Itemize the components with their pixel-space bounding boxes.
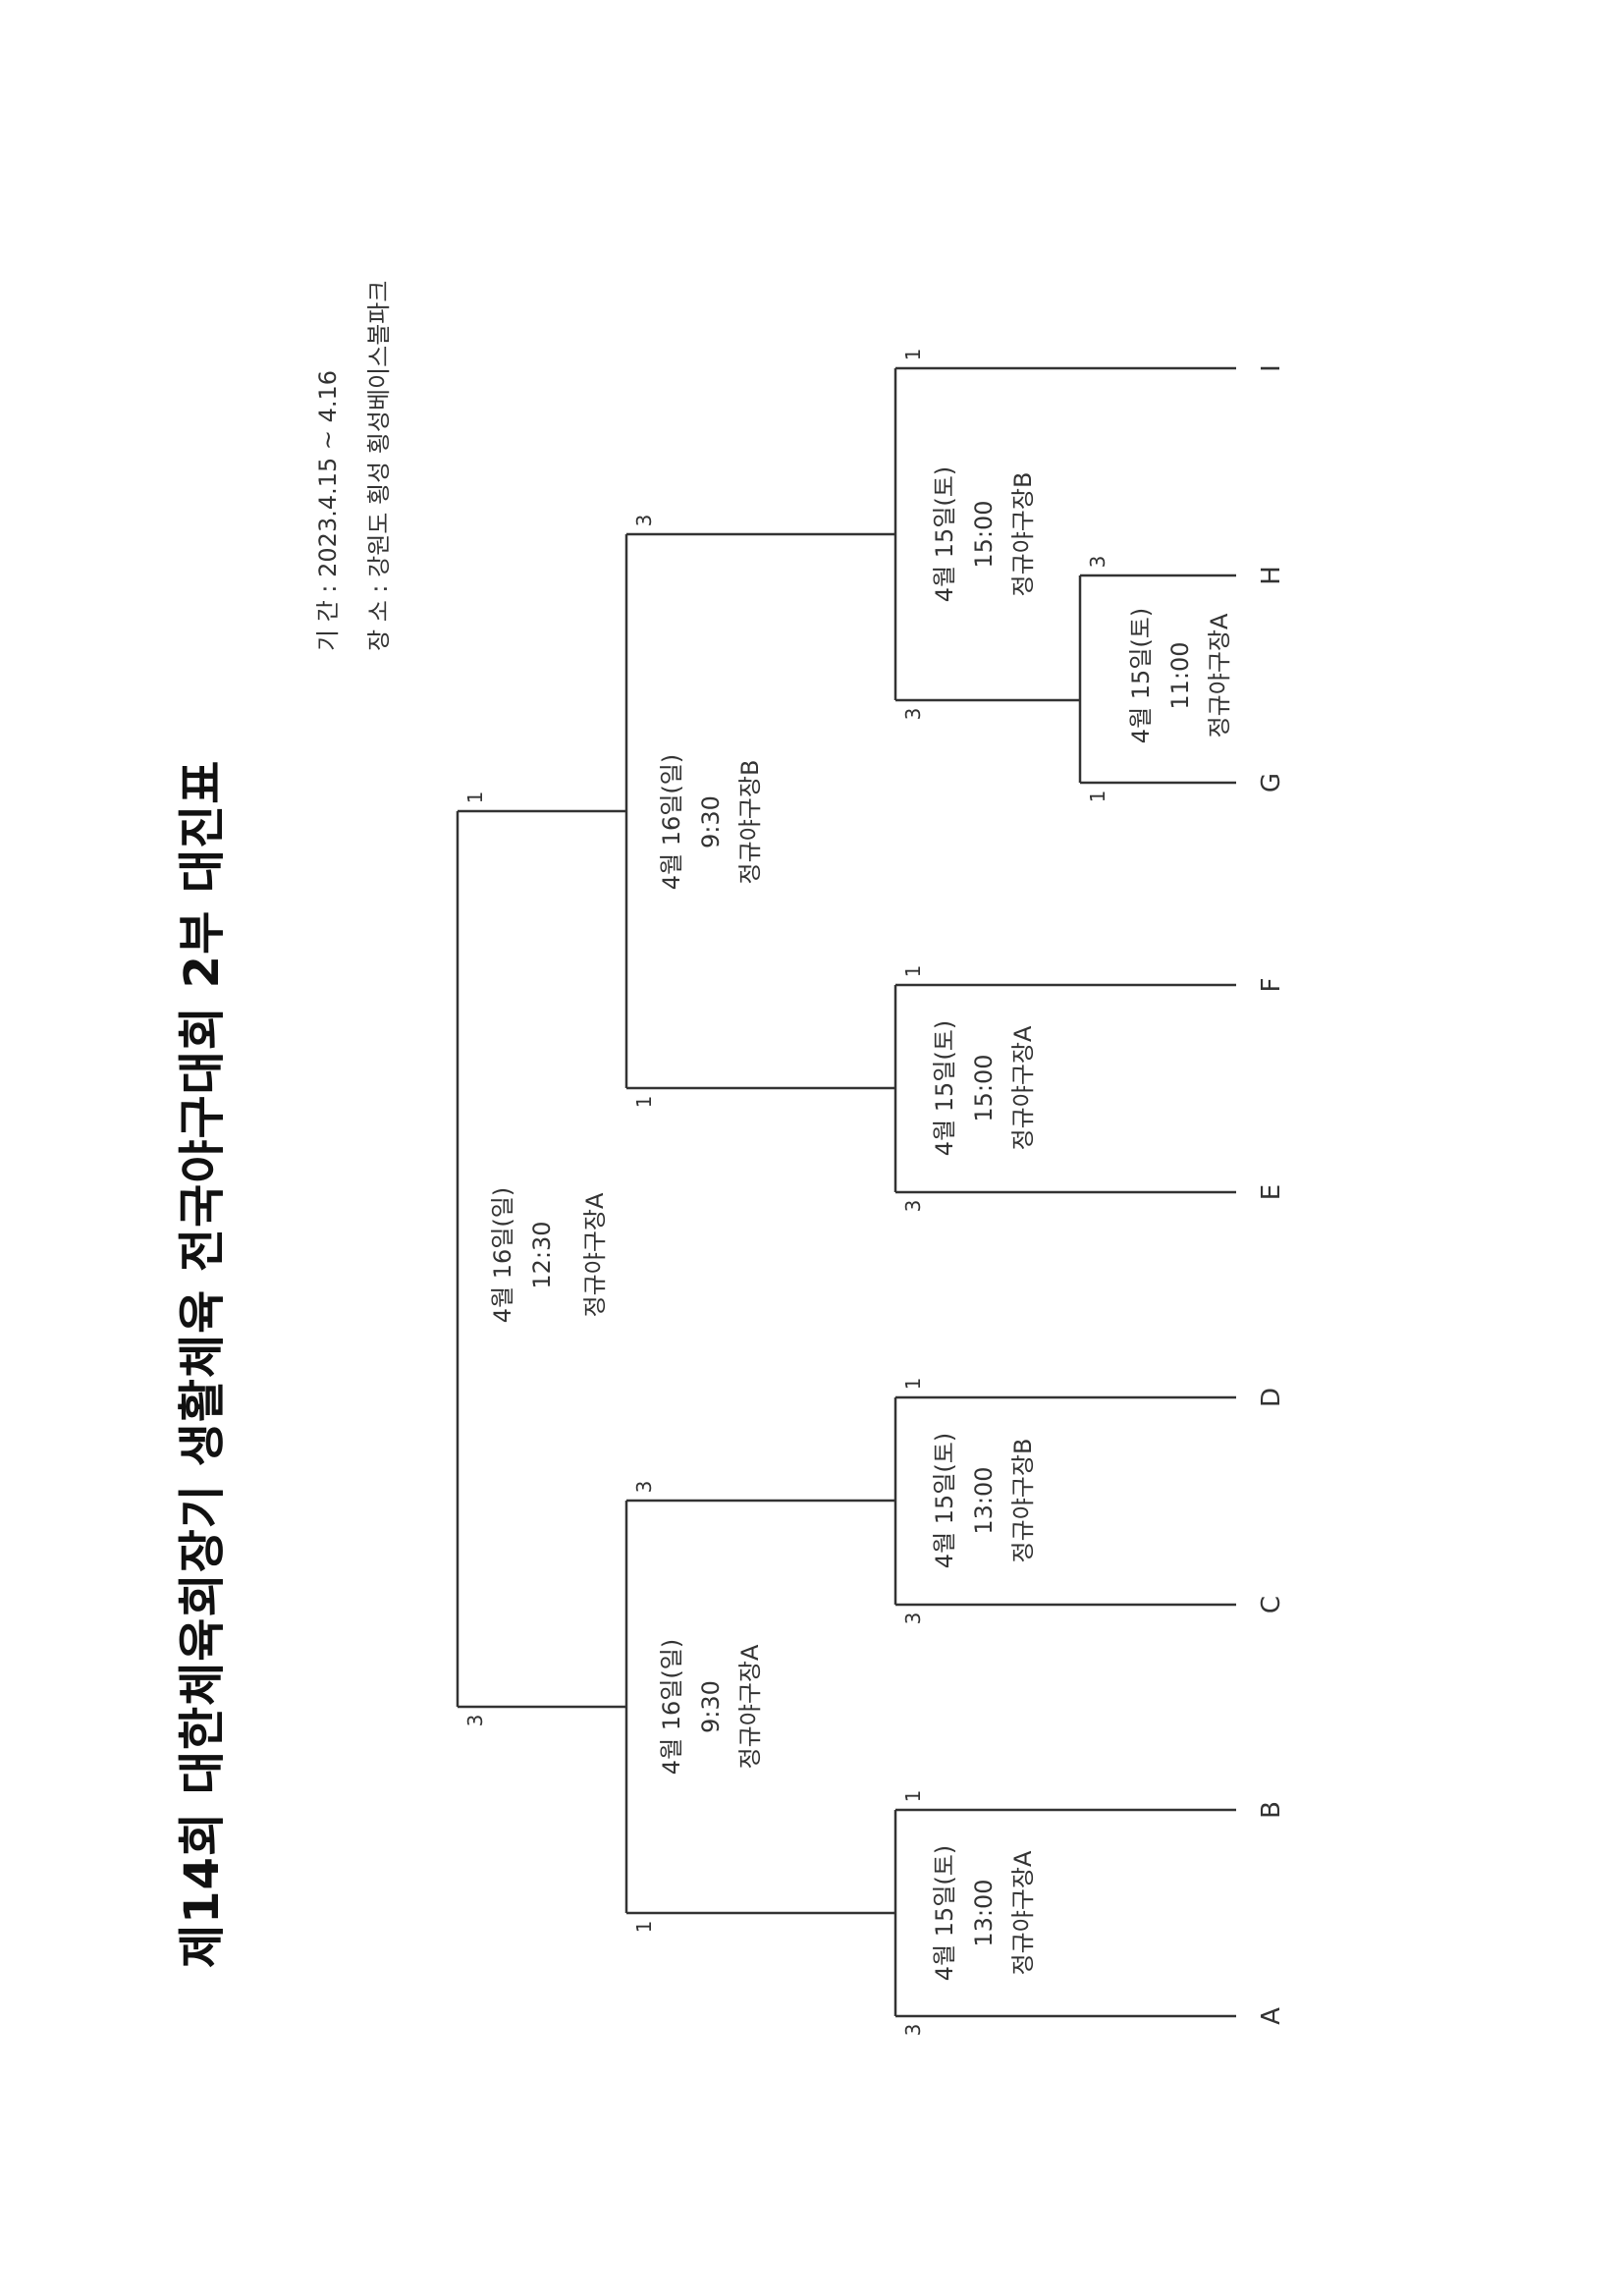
match-date: 4월 15일(토) [1127,607,1155,744]
match-time: 11:00 [1166,641,1194,710]
match-field: 정규야구장A [581,1192,609,1318]
match-field: 정규야구장A [1009,1025,1037,1151]
score-e: 3 [901,1199,925,1213]
score-final-right: 1 [463,791,487,804]
match-field: 정규야구장A [736,1644,764,1770]
match-info-gh: 4월 15일(토) 11:00 정규야구장A [1121,558,1239,793]
match-info-cd: 4월 15일(토) 13:00 정규야구장B [925,1383,1043,1618]
match-time: 12:30 [528,1221,556,1289]
score-a: 3 [901,2023,925,2037]
team-label-c: C [1257,1595,1286,1614]
match-time: 15:00 [970,1054,998,1122]
match-time: 9:30 [697,795,725,848]
match-date: 4월 15일(토) [931,465,958,603]
score-c: 3 [901,1612,925,1625]
match-info-semifinal-1: 4월 16일(일) 9:30 정규야구장A [652,1589,770,1825]
team-label-e: E [1257,1183,1286,1201]
match-info-ef: 4월 15일(토) 15:00 정규야구장A [925,970,1043,1206]
score-f: 1 [901,964,925,978]
match-time: 13:00 [970,1466,998,1535]
match-date: 4월 16일(일) [489,1186,516,1324]
match-info-ab: 4월 15일(토) 13:00 정규야구장A [925,1795,1043,2031]
match-info-semifinal-2: 4월 16일(일) 9:30 정규야구장B [652,704,770,940]
match-field: 정규야구장A [1206,613,1233,738]
match-time: 15:00 [970,500,998,569]
team-label-f: F [1257,977,1286,993]
team-label-b: B [1257,1801,1286,1819]
score-ab-winner: 1 [632,1920,656,1934]
score-cd-winner: 3 [632,1480,656,1494]
match-field: 정규야구장B [1009,1438,1037,1563]
team-label-h: H [1257,566,1286,585]
match-date: 4월 15일(토) [931,1432,958,1569]
match-field: 정규야구장B [1009,471,1037,597]
match-field: 정규야구장B [736,759,764,885]
match-info-final: 4월 16일(일) 12:30 정규야구장A [483,1137,615,1373]
score-ef-winner: 1 [632,1095,656,1109]
score-d: 1 [901,1377,925,1391]
team-label-d: D [1257,1387,1286,1408]
team-label-i: I [1257,364,1286,372]
match-time: 13:00 [970,1879,998,1947]
score-h: 3 [1086,555,1109,569]
match-date: 4월 16일(일) [658,753,685,891]
team-label-g: G [1257,772,1286,793]
score-final-left: 3 [463,1714,487,1727]
match-date: 4월 15일(토) [931,1844,958,1982]
match-date: 4월 16일(일) [658,1638,685,1776]
score-gh-winner: 3 [901,707,925,721]
match-field: 정규야구장A [1009,1850,1037,1976]
match-date: 4월 15일(토) [931,1019,958,1157]
score-g: 1 [1086,790,1109,803]
score-i: 1 [901,348,925,361]
score-b: 1 [901,1789,925,1803]
team-label-a: A [1257,2007,1286,2025]
score-ghi-winner: 3 [632,514,656,527]
match-info-ghi: 4월 15일(토) 15:00 정규야구장B [925,416,1043,652]
match-time: 9:30 [697,1680,725,1733]
